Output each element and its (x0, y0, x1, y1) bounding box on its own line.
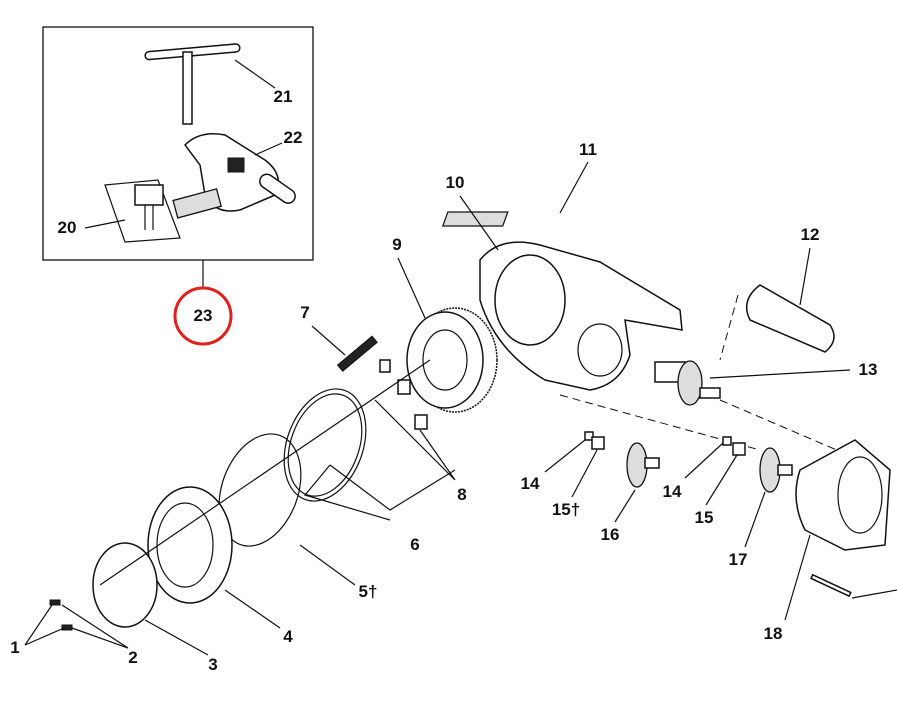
callout-6: 6 (410, 535, 420, 554)
t-handle-part (144, 43, 241, 125)
gear-housing-part (479, 241, 683, 391)
cover-plate-part (92, 542, 158, 628)
callout-15b: 15 (694, 508, 714, 527)
callout-22: 22 (283, 128, 303, 147)
drive-gear-part (654, 360, 721, 406)
callout-21: 21 (273, 87, 293, 106)
callout-10: 10 (445, 173, 465, 192)
callout-4: 4 (283, 627, 293, 646)
callout-23: 23 (193, 306, 213, 325)
callout-16: 16 (600, 525, 620, 544)
callout-7: 7 (300, 303, 310, 322)
callout-8: 8 (457, 485, 467, 504)
callout-18: 18 (763, 624, 783, 643)
jaw-part (104, 179, 181, 243)
motor-housing-part (795, 439, 891, 551)
callout-11: 11 (579, 140, 597, 159)
clamp-part (172, 133, 296, 219)
callout-3: 3 (208, 655, 218, 674)
callout-9: 9 (392, 235, 402, 254)
handle-part (745, 284, 835, 353)
callout-20: 20 (57, 218, 77, 237)
inset-box (42, 26, 314, 261)
highlight-circle (173, 286, 233, 346)
callout-2: 2 (128, 648, 138, 667)
callout-1: 1 (10, 638, 20, 657)
callout-14b: 14 (662, 482, 682, 501)
callout-17: 17 (728, 550, 748, 569)
callout-15a: 15† (551, 500, 581, 519)
callout-5: 5† (358, 582, 378, 601)
face-plate-part (147, 486, 233, 604)
callout-13: 13 (858, 360, 878, 379)
callout-12: 12 (800, 225, 820, 244)
ring-gear-part (406, 307, 498, 413)
retaining-rings-part (218, 388, 367, 547)
callout-14a: 14 (520, 474, 540, 493)
